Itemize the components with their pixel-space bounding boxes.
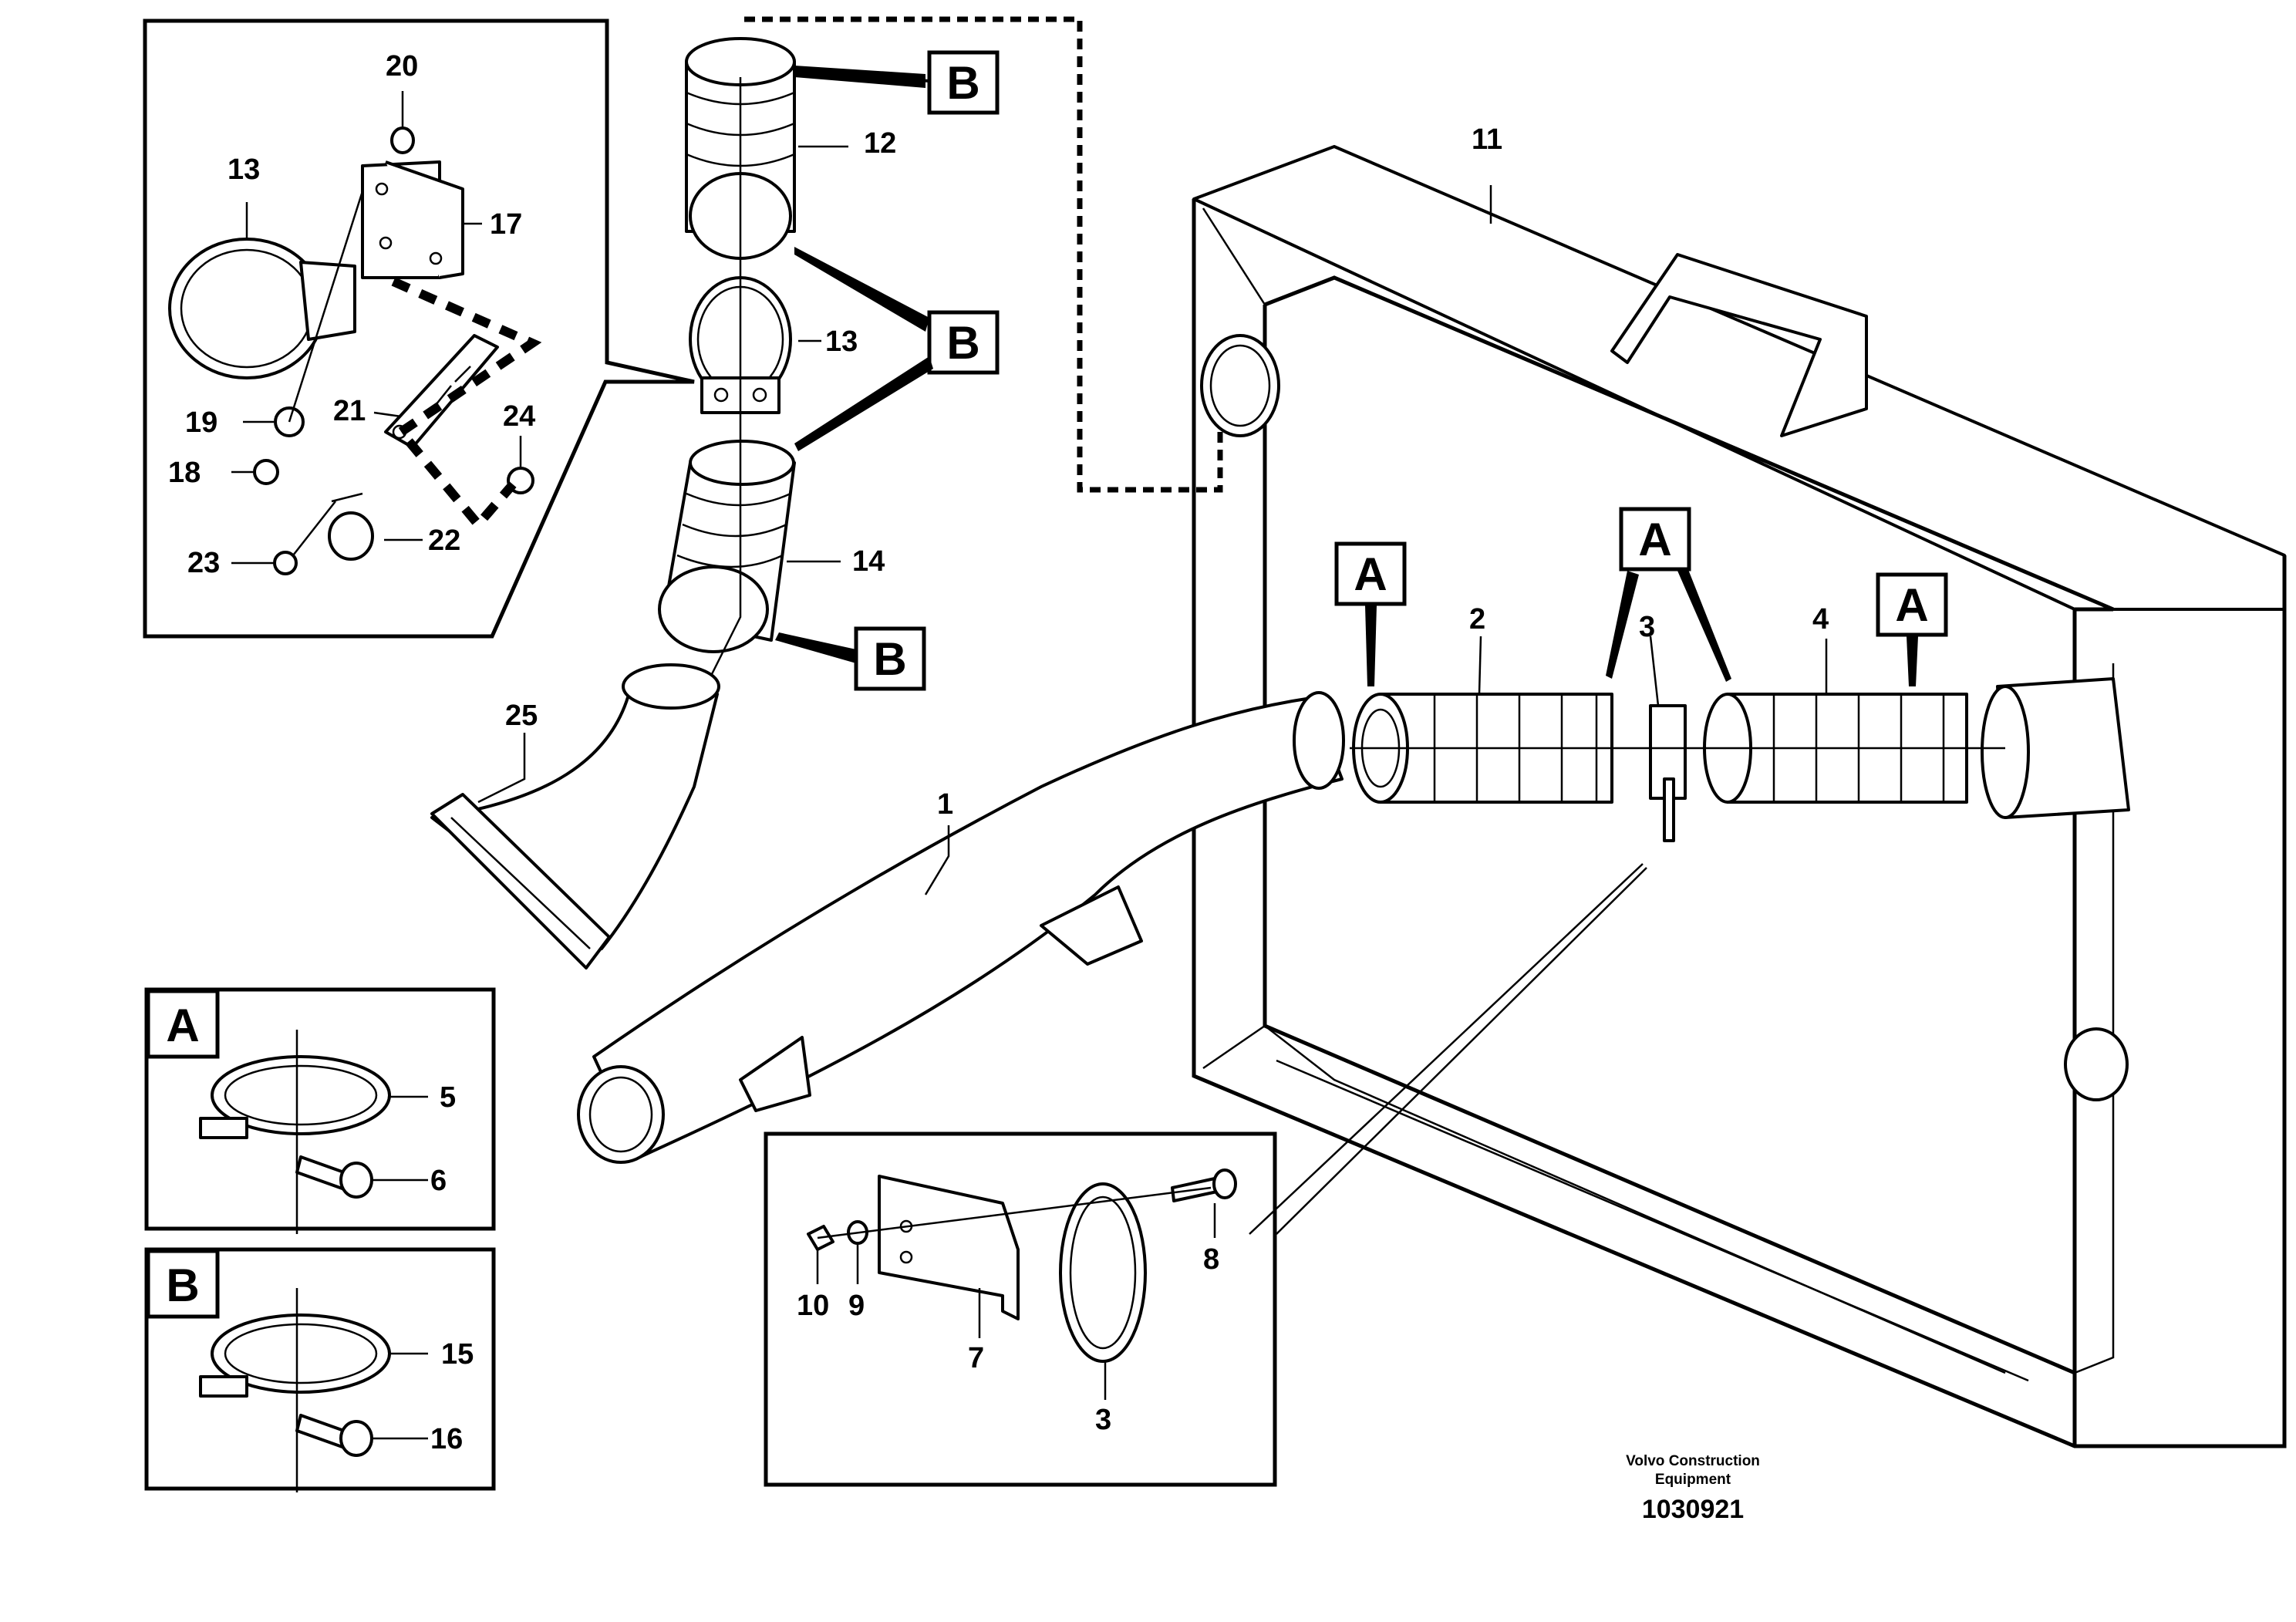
label-16: 16 — [430, 1423, 463, 1455]
leader-lines — [231, 91, 1828, 1440]
label-14: 14 — [852, 545, 885, 578]
callout-b-2: B — [794, 247, 1000, 451]
svg-text:A: A — [1354, 548, 1387, 600]
radiator-frame — [1192, 145, 2287, 1448]
label-15: 15 — [441, 1338, 474, 1371]
detail-bracket-box — [764, 863, 1647, 1487]
main-charge-air-pipe — [577, 691, 1345, 1164]
label-13b: 13 — [825, 325, 858, 358]
label-19: 19 — [185, 406, 217, 439]
callout-b-1: B — [794, 50, 1000, 115]
label-17: 17 — [490, 208, 522, 241]
label-18: 18 — [168, 457, 201, 489]
detail-a-letter: A — [166, 1000, 199, 1051]
hose-14 — [658, 440, 796, 653]
clamp-3-assembly — [1649, 704, 1687, 842]
label-12: 12 — [864, 127, 896, 160]
label-4: 4 — [1812, 603, 1829, 636]
label-10: 10 — [797, 1290, 829, 1322]
callout-a-2: A — [1606, 507, 1731, 682]
drawing-number: 1030921 — [1642, 1495, 1744, 1524]
svg-text:B: B — [946, 317, 979, 369]
callout-a-1: A — [1334, 541, 1407, 686]
label-25: 25 — [505, 700, 538, 732]
elbow-25 — [430, 663, 720, 969]
detail-inset-bracket — [143, 19, 695, 639]
brand-line-2: Equipment — [1655, 1472, 1731, 1488]
label-3b: 3 — [1095, 1404, 1111, 1436]
label-3a: 3 — [1639, 611, 1655, 643]
label-24: 24 — [503, 400, 535, 433]
label-6: 6 — [430, 1165, 447, 1197]
label-22: 22 — [428, 524, 460, 557]
label-9: 9 — [848, 1290, 865, 1322]
label-8: 8 — [1203, 1243, 1219, 1276]
detail-b-box — [144, 1247, 496, 1492]
dotted-link-top — [744, 16, 1223, 493]
label-13a: 13 — [228, 153, 260, 186]
label-20: 20 — [386, 50, 418, 83]
label-11: 11 — [1472, 123, 1502, 156]
detail-a-box — [144, 987, 496, 1234]
svg-text:A: A — [1638, 514, 1671, 565]
svg-text:B: B — [946, 57, 979, 109]
part-number-labels: 1 2 3 4 11 12 13 14 25 13 17 20 19 18 21… — [168, 50, 1829, 1455]
footer-brand: Volvo Construction Equipment 1030921 — [1626, 1453, 1760, 1524]
svg-text:B: B — [873, 633, 906, 685]
label-1: 1 — [937, 788, 953, 821]
label-21: 21 — [333, 395, 366, 427]
detail-b-letter: B — [166, 1259, 199, 1311]
label-23: 23 — [187, 547, 220, 579]
brand-line-1: Volvo Construction — [1626, 1453, 1760, 1469]
label-5: 5 — [440, 1081, 456, 1114]
callout-a-3: A — [1876, 572, 1948, 686]
label-7: 7 — [968, 1342, 984, 1374]
svg-text:A: A — [1895, 579, 1928, 631]
label-2: 2 — [1469, 603, 1485, 636]
callout-b-3: B — [775, 626, 926, 691]
